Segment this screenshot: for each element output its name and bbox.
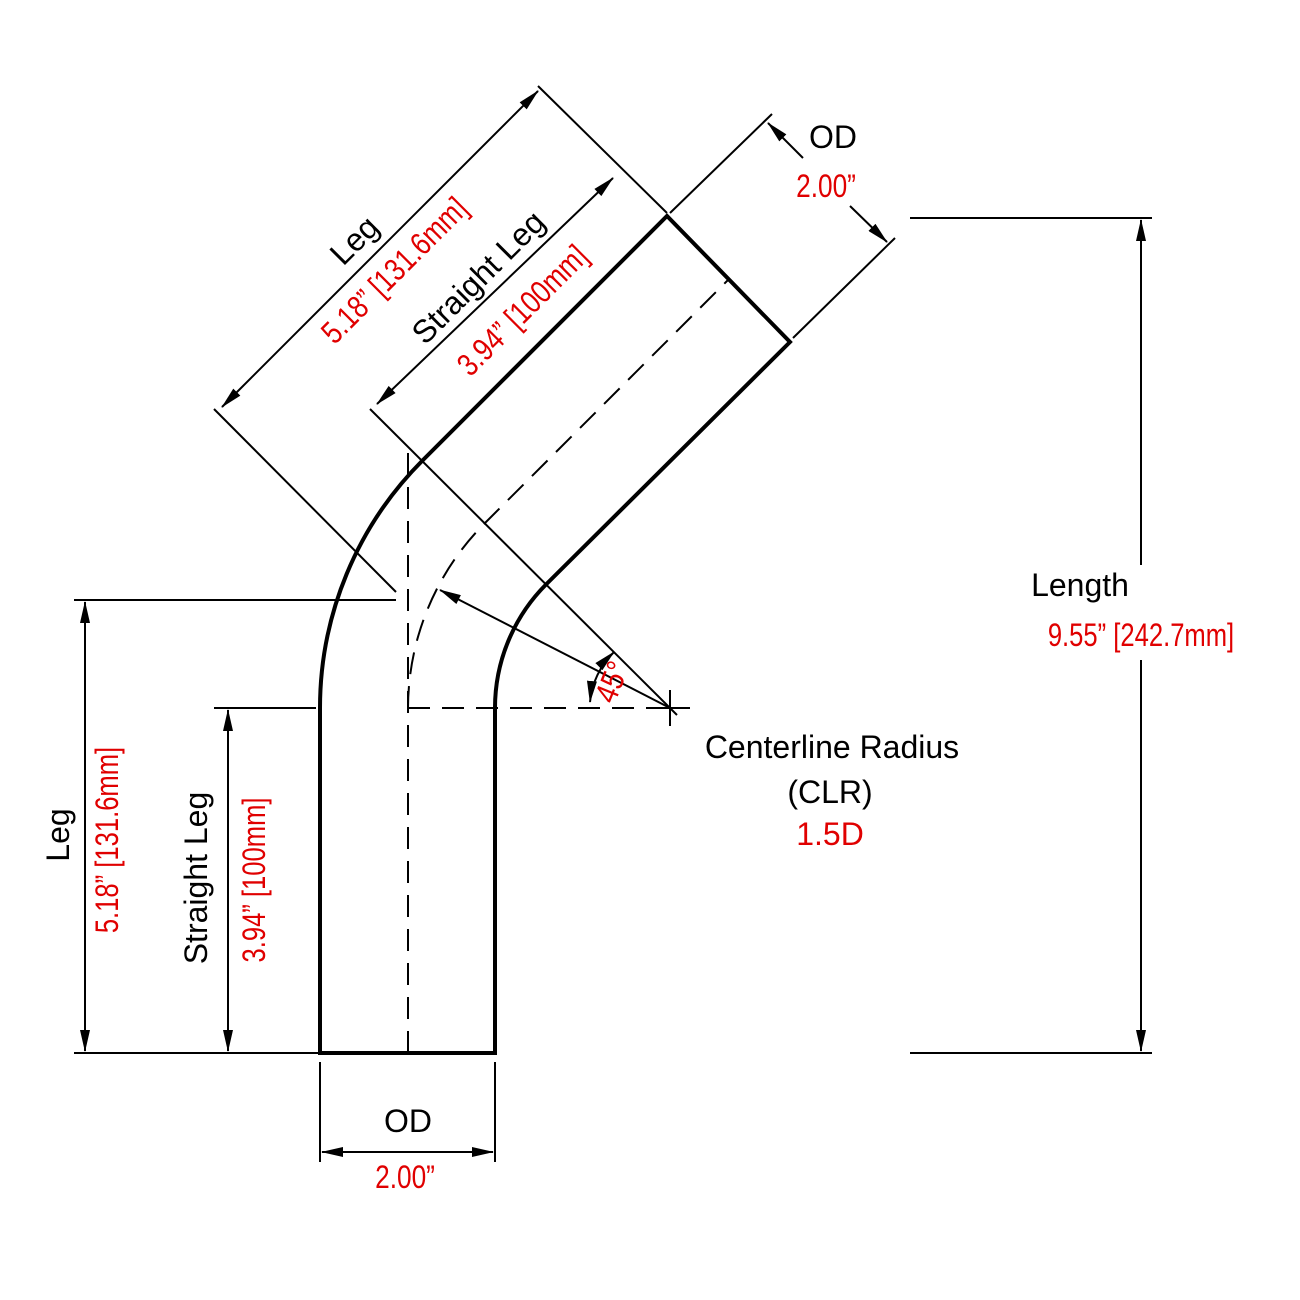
top-od-label: OD [809,119,857,155]
angle-value: 45° [588,656,636,707]
top-od-extension-b [792,237,896,339]
left-leg-label: Leg [40,808,76,861]
top-end-extension-line [537,85,668,214]
top-od-arrow-a [767,122,804,159]
straight-leg-extension-line [369,408,678,716]
bottom-od-value: 2.00” [375,1161,435,1196]
top-od-extension-a [669,113,773,214]
top-leg-label: Leg [323,209,386,272]
top-od-arrow-b [849,205,888,243]
length-value: 9.55” [242.7mm] [1048,618,1234,653]
clr-arrow [439,589,671,709]
clr-abbr: (CLR) [787,774,872,810]
left-leg-value: 5.18” [131.6mm] [90,747,125,933]
bottom-od-label: OD [384,1103,432,1139]
angle-arc [586,651,615,703]
top-od-value: 2.00” [796,170,856,205]
top-straight-leg-dimension-arrow [376,177,614,405]
leg-extension-line [213,408,397,593]
pipe-outline [318,213,793,1055]
clr-value: 1.5D [796,816,864,852]
left-straight-leg-value: 3.94” [100mm] [237,797,272,962]
clr-title: Centerline Radius [705,729,959,765]
centerline [407,279,729,1053]
left-straight-leg-label: Straight Leg [178,792,214,965]
length-label: Length [1031,567,1129,603]
